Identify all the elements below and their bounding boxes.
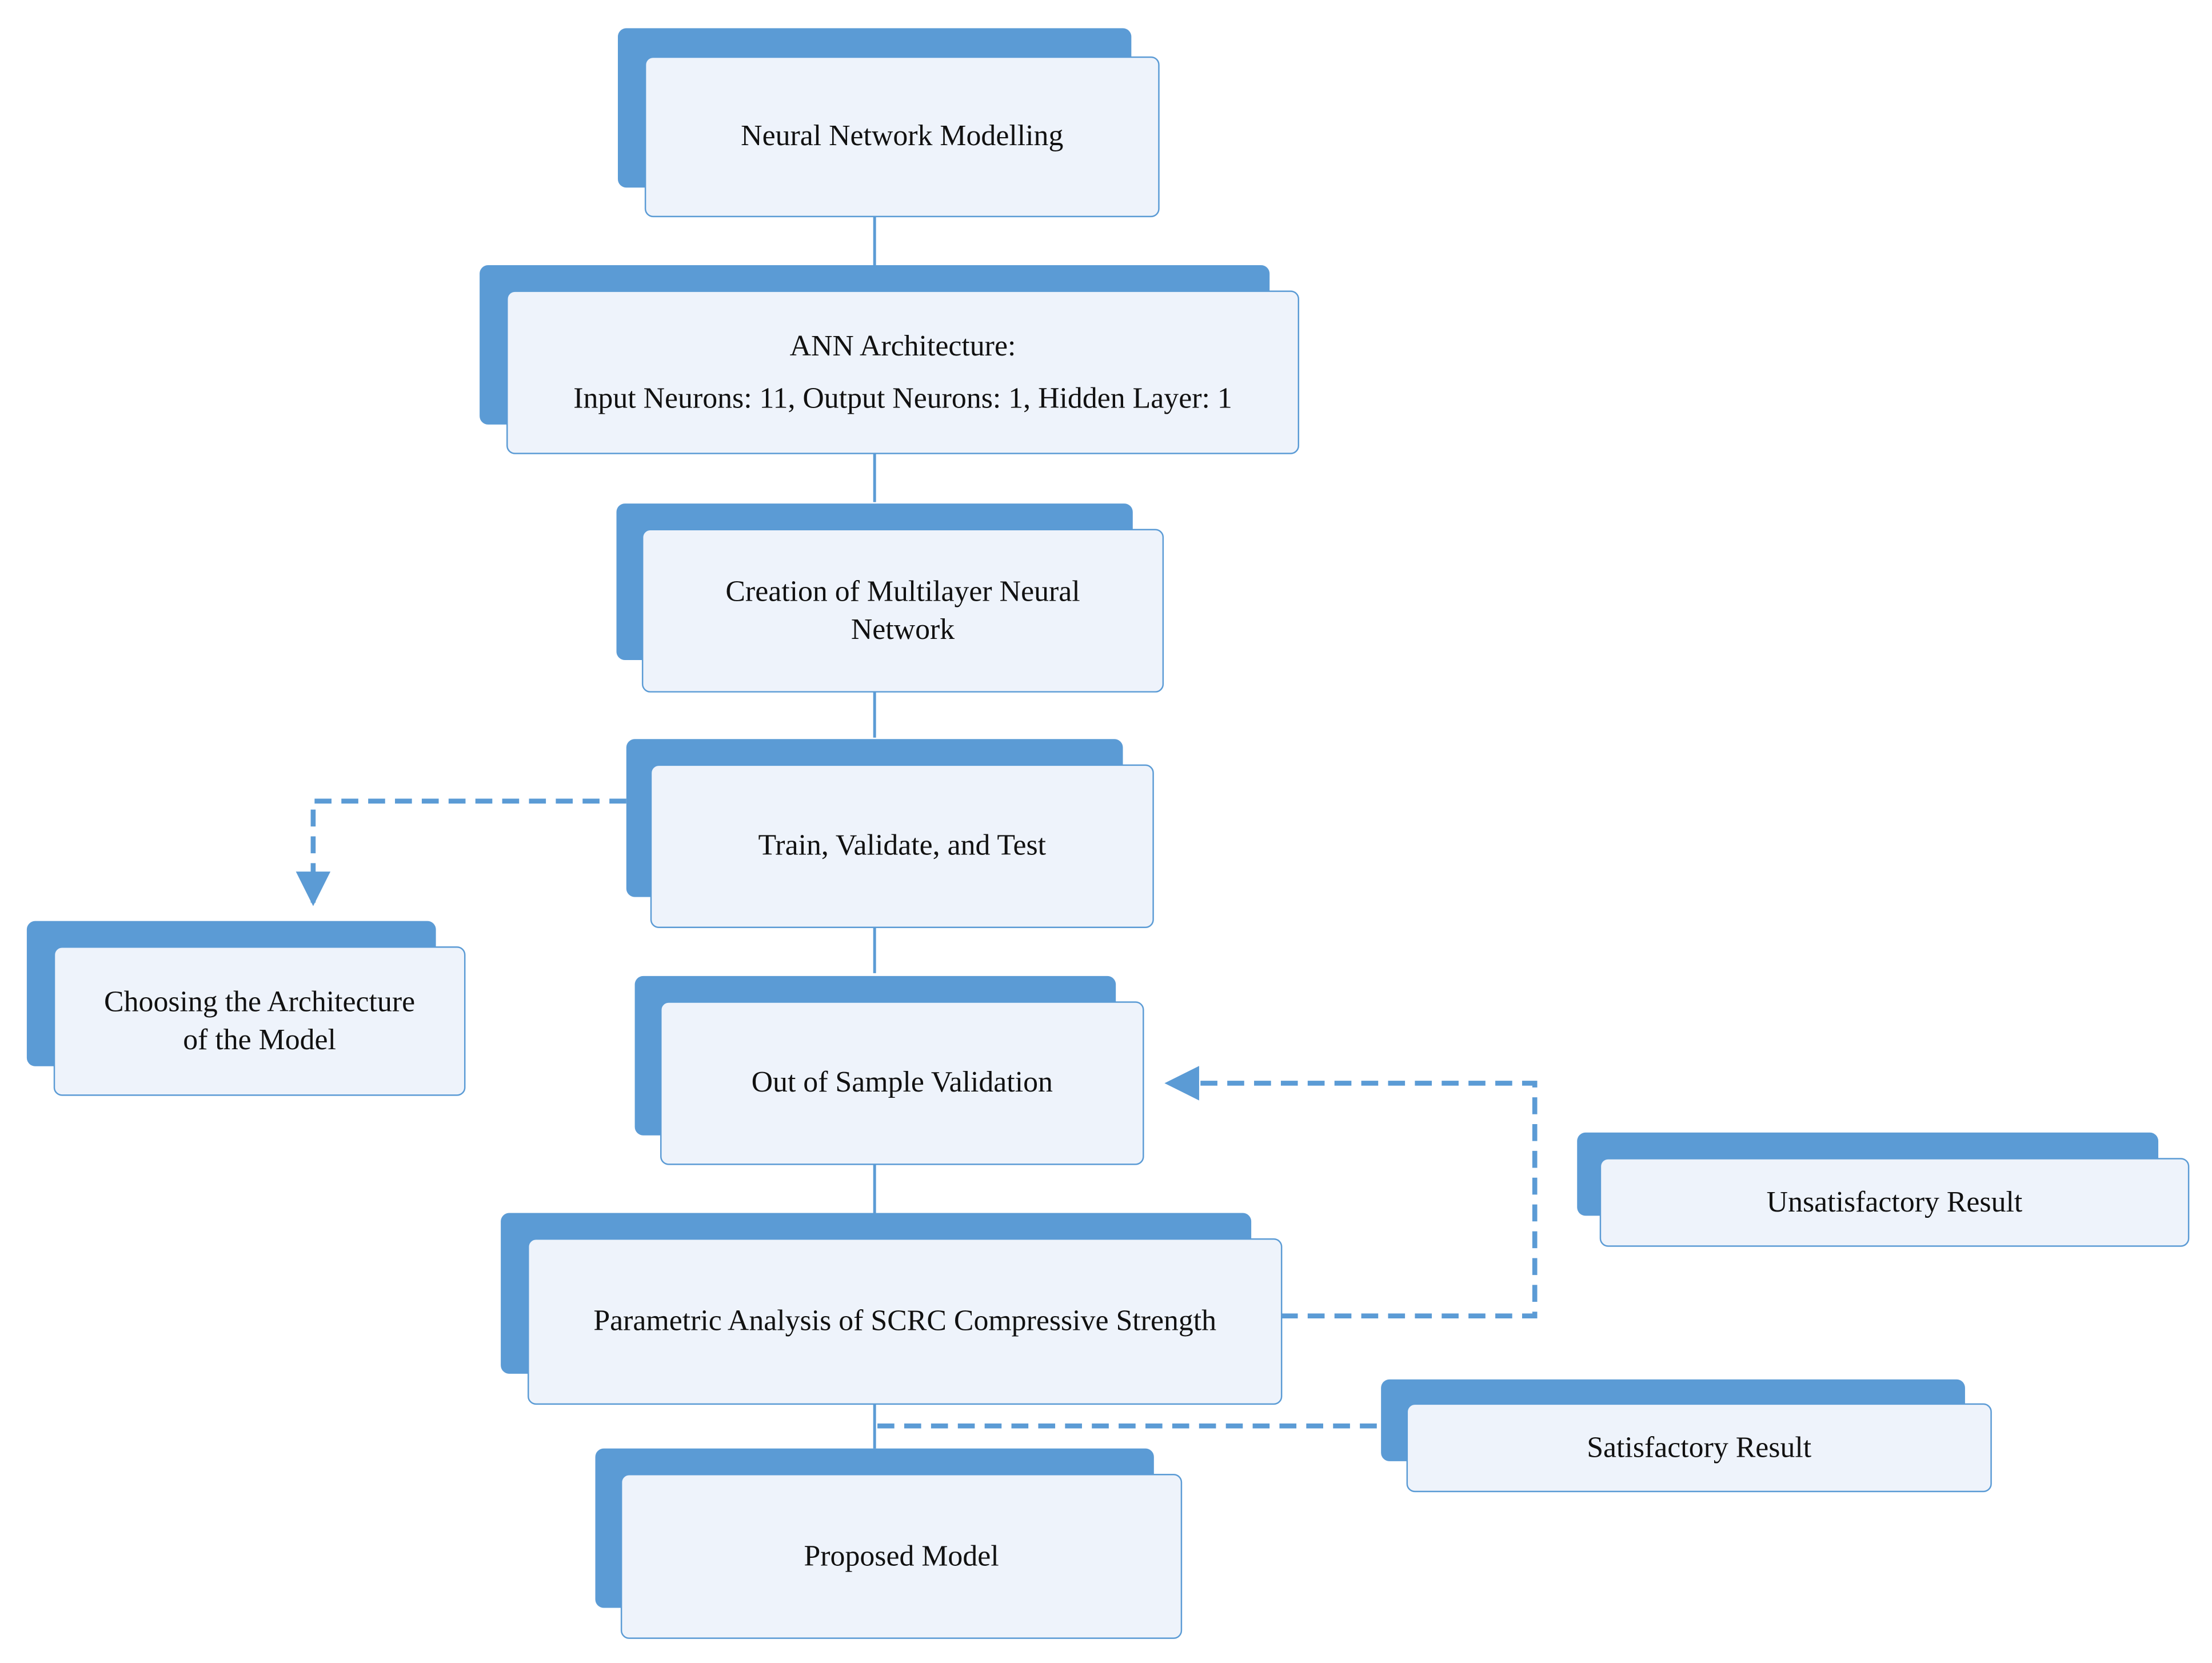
label-line: Unsatisfactory Result xyxy=(1766,1184,2023,1218)
node-choosing-architecture: Choosing the Architecture of the Model xyxy=(26,921,466,1096)
dashed-arrow-parametric-to-validation xyxy=(1164,1066,1538,1318)
node-box: Choosing the Architecture of the Model xyxy=(53,946,466,1096)
node-ann-architecture: ANN Architecture: Input Neurons: 11, Out… xyxy=(480,265,1300,454)
node-label: Creation of Multilayer Neural Network xyxy=(725,572,1080,649)
label-line: Input Neurons: 11, Output Neurons: 1, Hi… xyxy=(573,381,1232,415)
label-line: Neural Network Modelling xyxy=(741,119,1064,153)
node-label: ANN Architecture: Input Neurons: 11, Out… xyxy=(573,327,1232,418)
node-box: Neural Network Modelling xyxy=(644,56,1160,218)
node-box: Parametric Analysis of SCRC Compressive … xyxy=(528,1238,1283,1405)
node-unsatisfactory-result: Unsatisfactory Result xyxy=(1577,1132,2190,1247)
node-proposed-model: Proposed Model xyxy=(595,1448,1183,1639)
node-label: Satisfactory Result xyxy=(1587,1429,1811,1467)
node-box: Unsatisfactory Result xyxy=(1599,1158,2190,1247)
node-box: Train, Validate, and Test xyxy=(650,764,1154,928)
node-box: ANN Architecture: Input Neurons: 11, Out… xyxy=(506,290,1300,454)
node-parametric-analysis: Parametric Analysis of SCRC Compressive … xyxy=(501,1213,1283,1405)
node-box: Satisfactory Result xyxy=(1406,1403,1992,1493)
label-line: Network xyxy=(851,612,955,646)
label-line: Proposed Model xyxy=(804,1538,999,1573)
label-line: ANN Architecture: xyxy=(789,328,1016,362)
node-label: Neural Network Modelling xyxy=(741,118,1063,156)
node-box: Creation of Multilayer Neural Network xyxy=(641,529,1164,693)
node-label: Proposed Model xyxy=(804,1537,999,1576)
node-label: Choosing the Architecture of the Model xyxy=(104,982,415,1060)
label-line: Choosing the Architecture xyxy=(104,984,416,1018)
label-line: of the Model xyxy=(183,1022,336,1057)
node-multilayer-network: Creation of Multilayer Neural Network xyxy=(616,503,1164,693)
node-label: Parametric Analysis of SCRC Compressive … xyxy=(593,1302,1216,1341)
node-train-validate-test: Train, Validate, and Test xyxy=(626,739,1154,928)
node-out-of-sample-validation: Out of Sample Validation xyxy=(634,976,1144,1165)
node-neural-network-modelling: Neural Network Modelling xyxy=(617,28,1160,218)
label-line: Train, Validate, and Test xyxy=(758,828,1047,862)
dashed-arrow-train-to-choosing xyxy=(296,798,626,906)
node-label: Unsatisfactory Result xyxy=(1767,1183,2023,1221)
label-line: Creation of Multilayer Neural xyxy=(725,573,1080,607)
label-line: Satisfactory Result xyxy=(1587,1430,1812,1464)
node-satisfactory-result: Satisfactory Result xyxy=(1381,1379,1992,1493)
node-box: Proposed Model xyxy=(620,1474,1183,1639)
label-line: Parametric Analysis of SCRC Compressive … xyxy=(593,1304,1217,1338)
node-label: Train, Validate, and Test xyxy=(758,827,1046,865)
node-box: Out of Sample Validation xyxy=(660,1001,1144,1165)
label-line: Out of Sample Validation xyxy=(751,1065,1053,1100)
node-label: Out of Sample Validation xyxy=(752,1064,1053,1102)
